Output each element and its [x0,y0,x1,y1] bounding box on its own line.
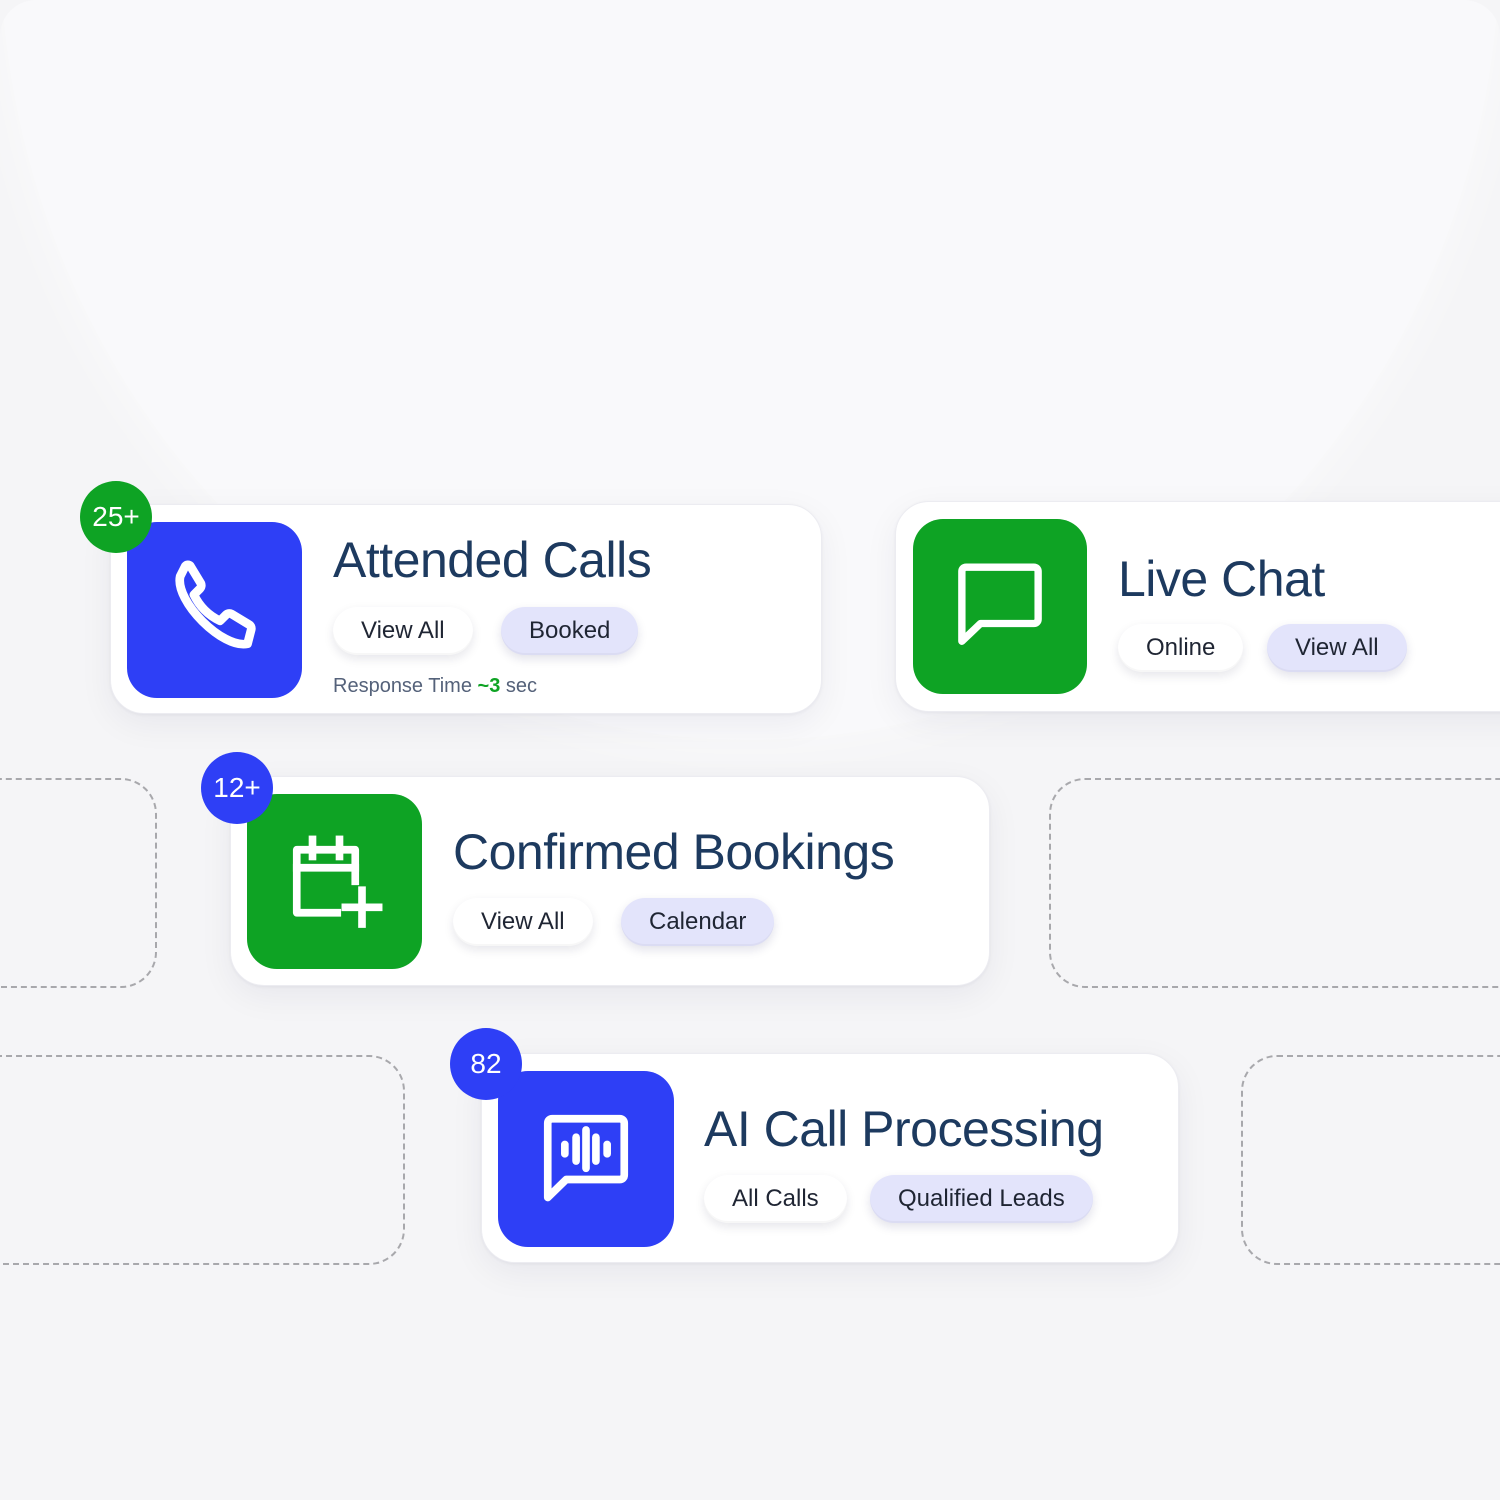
live-chat-tile [913,519,1087,694]
calendar-add-icon [281,825,389,938]
confirmed-bookings-tile [247,794,422,969]
audio-message-icon [532,1103,640,1216]
live-chat-online-button[interactable]: Online [1118,624,1244,672]
response-time-text: Response Time ~3 sec [333,675,537,698]
attended-calls-card[interactable]: Attended Calls View All Booked Response … [110,504,822,714]
live-chat-view-all-button[interactable]: View All [1267,624,1407,672]
confirmed-bookings-card[interactable]: Confirmed Bookings View All Calendar [230,776,990,986]
ai-call-processing-all-calls-button[interactable]: All Calls [704,1175,847,1223]
ai-call-processing-title: AI Call Processing [704,1101,1104,1157]
attended-calls-title: Attended Calls [333,532,652,588]
chat-bubble-icon [948,552,1052,661]
attended-calls-count-badge: 25+ [80,481,152,553]
response-time-unit: sec [505,675,538,697]
placeholder-slot-right-middle [1049,778,1500,988]
live-chat-card[interactable]: Live Chat Online View All [895,501,1500,712]
ai-call-processing-count-badge: 82 [450,1028,522,1100]
response-time-value: ~3 [477,675,501,697]
placeholder-slot-right-bottom [1241,1055,1500,1265]
placeholder-slot-left-middle [0,778,157,988]
placeholder-slot-left-bottom [0,1055,405,1265]
confirmed-bookings-view-all-button[interactable]: View All [453,898,593,946]
live-chat-title: Live Chat [1118,551,1325,607]
confirmed-bookings-title: Confirmed Bookings [453,824,895,880]
attended-calls-tile [127,522,302,698]
phone-icon [160,553,270,668]
confirmed-bookings-calendar-button[interactable]: Calendar [621,898,775,946]
confirmed-bookings-count-badge: 12+ [201,752,273,824]
ai-call-processing-card[interactable]: AI Call Processing All Calls Qualified L… [481,1053,1179,1263]
attended-calls-booked-button[interactable]: Booked [501,607,639,655]
response-time-label: Response Time [333,675,472,697]
ai-call-processing-qualified-leads-button[interactable]: Qualified Leads [870,1175,1093,1223]
ai-call-processing-tile [498,1071,674,1247]
attended-calls-view-all-button[interactable]: View All [333,607,473,655]
